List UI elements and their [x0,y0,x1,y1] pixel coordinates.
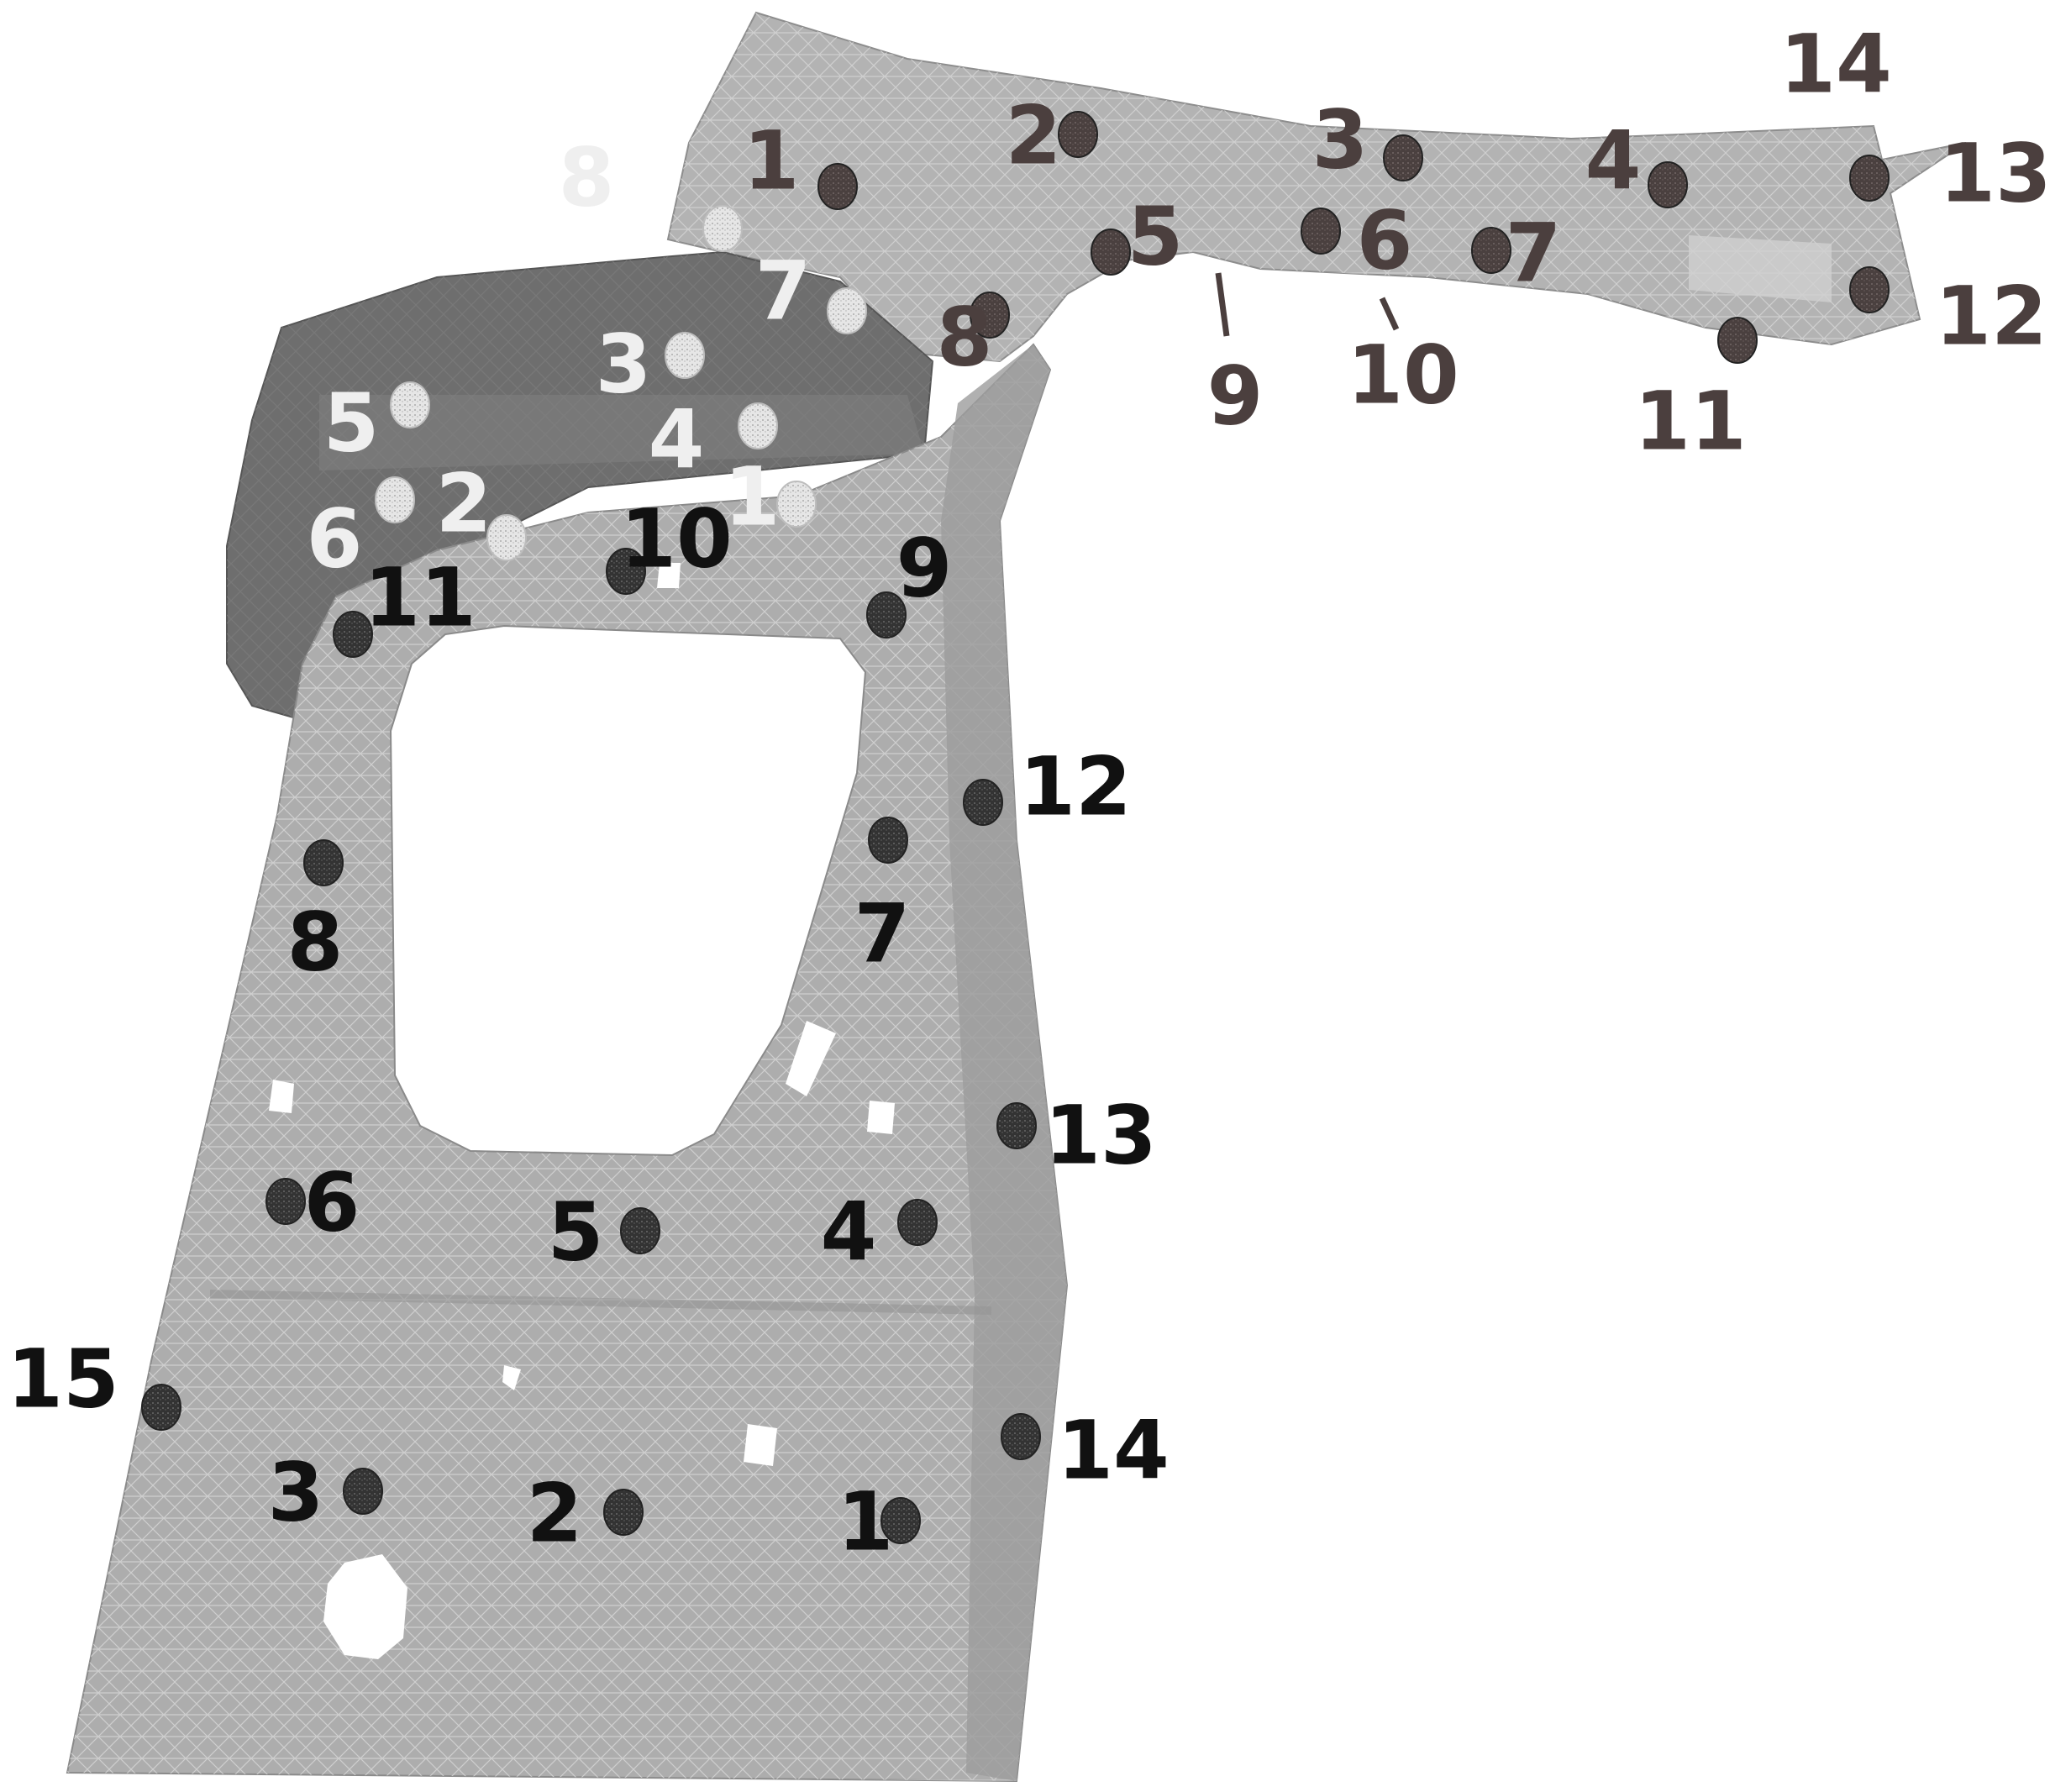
upper-rail-spot-8 [970,292,1010,339]
upper-rail-leader-10 [1379,297,1400,331]
lower-panel-label-4: 4 [821,1185,877,1280]
inner-bracket-spot-2 [486,514,527,561]
upper-rail-spot-6 [1301,208,1341,255]
inner-bracket-label-3: 3 [596,318,652,412]
upper-rail-label-7: 7 [1506,207,1562,301]
lower-panel-label-12: 12 [1019,740,1132,834]
lower-panel-spot-5 [620,1207,660,1254]
lower-panel-spot-14 [1001,1413,1041,1460]
lower-panel-label-7: 7 [854,887,911,981]
inner-bracket-spot-5 [390,381,430,428]
lower-panel-label-10: 10 [620,492,733,586]
upper-rail-label-2: 2 [1006,89,1062,183]
inner-bracket-label-5: 5 [323,376,380,470]
upper-rail-label-6: 6 [1357,194,1413,288]
upper-rail-label-13: 13 [1939,127,2050,221]
upper-rail-label-8: 8 [937,291,993,385]
upper-rail-label-11: 11 [1634,375,1747,469]
upper-rail-label-4: 4 [1585,114,1642,208]
lower-panel-spot-7 [868,817,908,864]
lower-panel-label-1: 1 [838,1475,894,1569]
upper-rail-label-14: 14 [1779,18,1892,112]
upper-rail-label-1: 1 [744,114,800,208]
inner-bracket-label-4: 4 [649,393,705,487]
inner-bracket-label-8: 8 [559,131,615,225]
lower-panel-spot-2 [603,1489,644,1536]
inner-bracket-label-2: 2 [436,457,492,551]
lower-panel-label-11: 11 [364,551,476,645]
lower-panel-spot-15 [141,1384,181,1431]
inner-bracket-label-6: 6 [307,492,363,586]
lower-panel-label-8: 8 [287,896,344,990]
lower-panel-spot-8 [303,839,344,886]
lower-panel-spot-11 [333,611,373,658]
upper-rail-label-5: 5 [1128,190,1184,284]
upper-rail-part [666,11,1967,363]
lower-panel-spot-1 [880,1497,921,1544]
upper-rail-label-3: 3 [1312,93,1369,187]
inner-bracket-spot-8 [702,205,743,252]
lower-panel-spot-9 [866,591,907,638]
lower-panel-label-6: 6 [304,1156,360,1250]
upper-rail-label-10: 10 [1347,328,1459,423]
upper-rail-spot-7 [1471,227,1511,274]
lower-panel-spot-4 [897,1199,938,1246]
lower-panel-spot-10 [606,548,646,595]
upper-rail-spot-4 [1648,161,1688,208]
inner-bracket-spot-6 [375,476,415,523]
lower-panel-spot-13 [996,1102,1037,1149]
lower-panel-label-9: 9 [896,522,953,616]
inner-bracket-spot-1 [776,481,817,528]
upper-rail-spot-3 [1383,134,1423,181]
lower-panel-label-14: 14 [1057,1404,1170,1498]
inner-bracket-spot-4 [738,402,778,449]
lower-panel-label-15: 15 [7,1332,119,1427]
lower-panel-spot-6 [265,1178,306,1225]
upper-rail-leader-9 [1215,272,1230,337]
upper-rail-label-9: 9 [1207,349,1264,444]
lower-panel-spot-12 [963,779,1003,826]
lower-panel-label-2: 2 [527,1467,583,1561]
inner-bracket-spot-7 [827,287,867,334]
inner-bracket-spot-3 [665,332,705,379]
inner-bracket-label-7: 7 [755,244,812,339]
upper-rail-spot-13 [1849,155,1890,202]
lower-panel-label-3: 3 [268,1446,324,1540]
lower-panel-part [66,343,1069,1783]
upper-rail-spot-11 [1717,317,1758,364]
lower-panel-spot-3 [343,1468,383,1515]
upper-rail-spot-12 [1849,266,1890,313]
upper-rail-label-12: 12 [1935,270,2047,364]
leader-lines [1215,272,1400,337]
weld-spots [141,111,1890,1544]
inner-bracket-label-1: 1 [724,450,781,544]
upper-rail-spot-1 [817,163,858,210]
lower-panel-label-13: 13 [1044,1089,1157,1183]
upper-rail-spot-2 [1058,111,1098,158]
inner-bracket-part [226,250,934,724]
lower-panel-label-5: 5 [548,1185,604,1280]
upper-rail-spot-5 [1091,229,1131,276]
